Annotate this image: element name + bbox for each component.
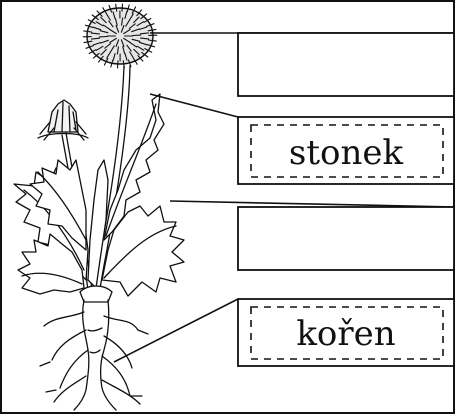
connector-line-4 — [114, 299, 238, 362]
taproot — [74, 300, 116, 410]
label-text-2: stonek — [289, 133, 404, 173]
dandelion-illustration — [14, 4, 184, 410]
flower-head — [83, 4, 157, 68]
floret-stroke — [122, 4, 123, 11]
label-box-3[interactable] — [238, 207, 454, 270]
label-box-1[interactable] — [238, 33, 454, 96]
label-text-4: kořen — [296, 314, 395, 354]
floret-stroke — [118, 61, 119, 68]
side-roots — [40, 312, 148, 404]
connector-line-2 — [150, 94, 238, 117]
root-crown — [80, 286, 112, 302]
flower-bud — [38, 100, 88, 140]
label-boxes: stonek kořen — [238, 33, 454, 366]
